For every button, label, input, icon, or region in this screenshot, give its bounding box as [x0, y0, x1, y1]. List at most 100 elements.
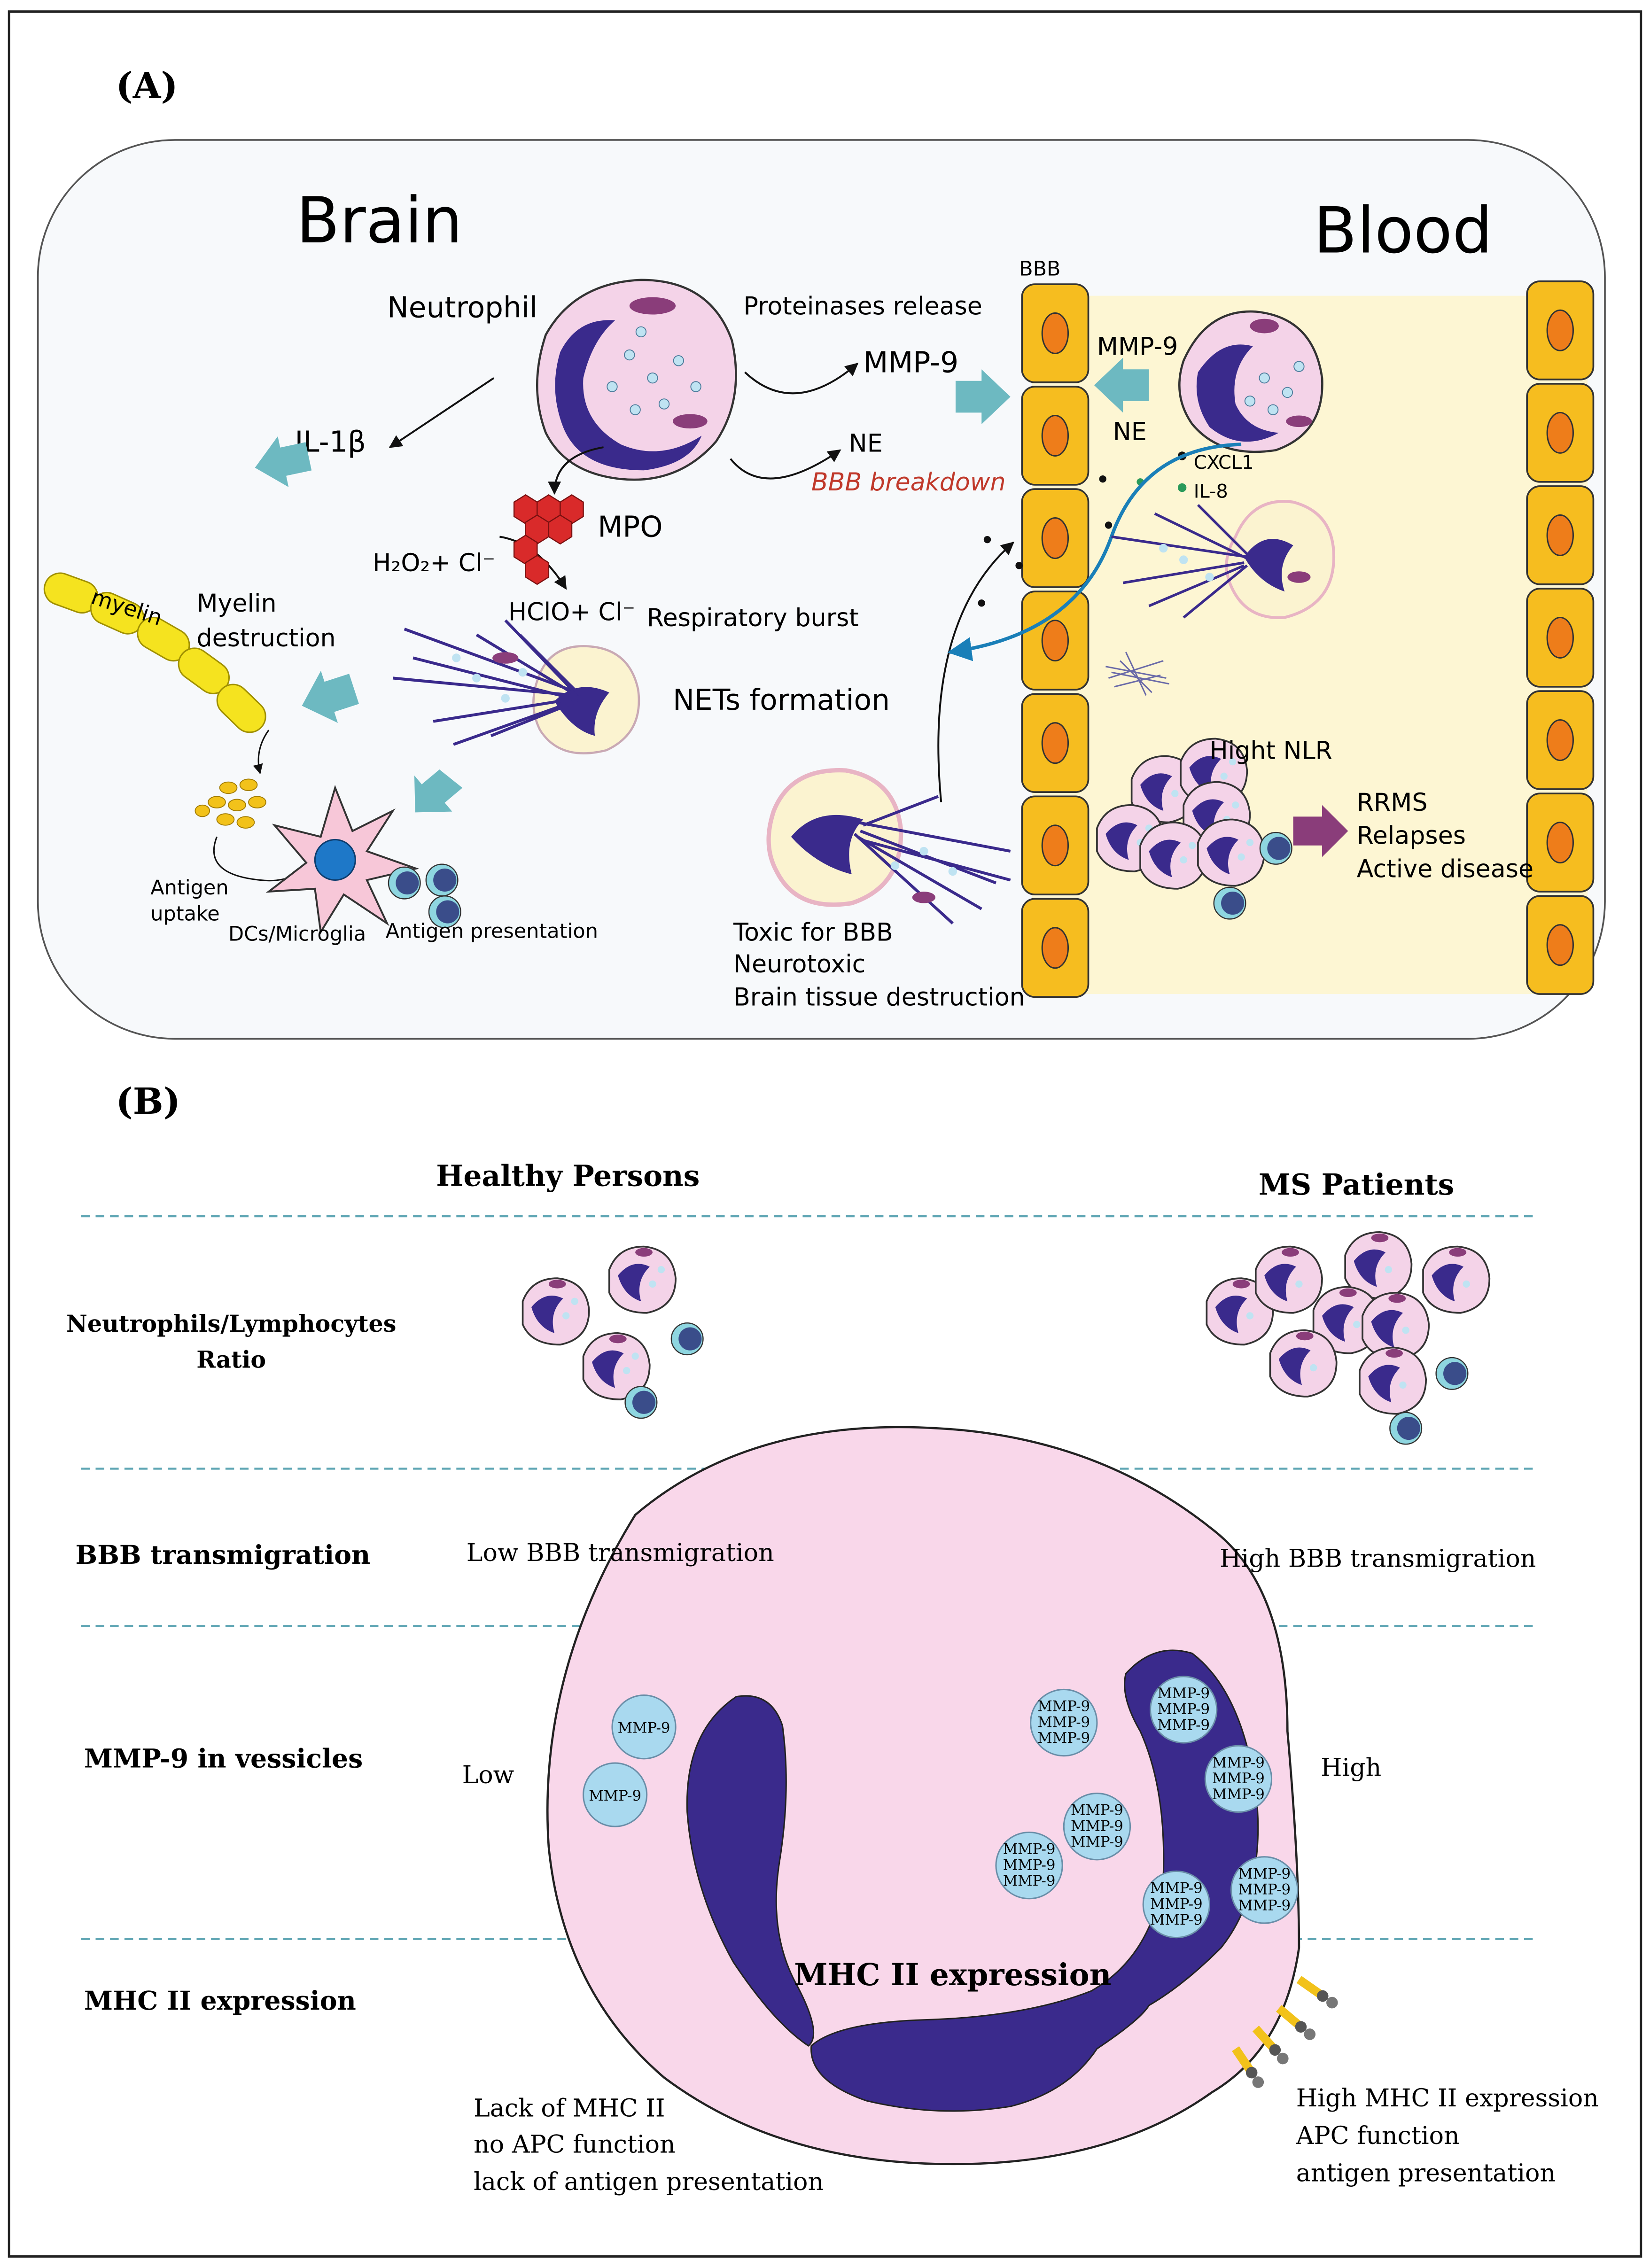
row-label-mmp9: MMP-9 in vessicles [84, 1743, 363, 1774]
mmp9-right-label: MMP-9 [1097, 333, 1178, 361]
h2o2-cl-label: H₂O₂+ Cl⁻ [373, 549, 495, 577]
vesicle-label: MMP-9 [1150, 1911, 1203, 1928]
vesicle-label: MMP-9 [1157, 1685, 1210, 1702]
respiratory-burst-label: Respiratory burst [647, 604, 859, 632]
teal-arrow-il1b [255, 436, 312, 487]
vesicle-high-4: MMP-9 MMP-9 MMP-9 [1063, 1793, 1131, 1861]
neutrophil-label: Neutrophil [387, 291, 537, 325]
high-mhc-label-2: APC function [1296, 2122, 1460, 2150]
big-neutrophil-cell-icon [546, 1426, 1300, 2166]
chemokine-dot [978, 599, 985, 607]
nets-formation-label: NETs formation [673, 684, 890, 717]
bbb-label: BBB [1019, 257, 1060, 281]
il8-label: IL-8 [1194, 481, 1228, 503]
high-label: High [1321, 1754, 1381, 1782]
blood-neutrophil-icon [1178, 310, 1323, 453]
mpo-label: MPO [598, 511, 662, 544]
chemokine-dot [1015, 562, 1023, 569]
high-mhc-label-3: antigen presentation [1296, 2159, 1556, 2188]
panel-a-label: (A) [116, 65, 178, 107]
row-label-mhc: MHC II expression [84, 1986, 356, 2016]
high-mhc-label-1: High MHC II expression [1296, 2084, 1599, 2113]
panel-b-label: (B) [116, 1080, 180, 1123]
high-bbb-transmigration-label: High BBB transmigration [1220, 1545, 1536, 1573]
net-neutrophil-bottom-icon [766, 768, 1011, 924]
ne-left-label: NE [849, 429, 883, 458]
hight-nlr-label: Hight NLR [1209, 737, 1332, 765]
row-label-bbb: BBB transmigration [75, 1540, 370, 1570]
vesicle-high-3: MMP-9 MMP-9 MMP-9 [1204, 1745, 1273, 1813]
ms-cell-cluster-icon [1206, 1231, 1491, 1445]
antigen-uptake-label-2: uptake [150, 902, 220, 925]
vesicle-label: MMP-9 [1238, 1897, 1291, 1914]
arrow-mpo [548, 446, 604, 495]
vesicle-label: MMP-9 [1071, 1802, 1123, 1819]
cxcl1-label: CXCL1 [1194, 452, 1254, 474]
vesicle-label: MMP-9 [1238, 1881, 1291, 1898]
ms-patients-label: MS Patients [1259, 1168, 1454, 1202]
vesicle-label: MMP-9 [1037, 1714, 1090, 1731]
active-disease-label: Active disease [1357, 855, 1533, 883]
vesicle-high-7: MMP-9 MMP-9 MMP-9 [1142, 1870, 1211, 1939]
antigen-presentation-label: Antigen presentation [386, 919, 598, 943]
purple-arrow-icon [1293, 805, 1348, 857]
brain-title: Brain [296, 184, 462, 257]
vesicle-label: MMP-9 [1157, 1701, 1210, 1718]
bbb-left-column [1021, 283, 1090, 998]
vesicle-label: MMP-9 [1037, 1698, 1090, 1715]
vesicle-label: MMP-9 [1238, 1865, 1291, 1882]
chemokine-dot [1099, 475, 1106, 483]
antigen-uptake-label-1: Antigen [150, 876, 228, 900]
proteinases-release-label: Proteinases release [743, 293, 982, 321]
toxic-label-2: Neurotoxic [733, 950, 865, 979]
ne-right-label: NE [1113, 418, 1147, 446]
row-label-nlr-2: Ratio [196, 1346, 266, 1374]
vesicle-label: MMP-9 [1212, 1770, 1265, 1787]
nlr-neutrophil-cluster-icon [1096, 738, 1292, 920]
healthy-cell-cluster-icon [521, 1245, 704, 1419]
mmp9-left-label: MMP-9 [863, 346, 958, 379]
toxic-label-3: Brain tissue destruction [733, 984, 1025, 1012]
vesicle-high-2: MMP-9 MMP-9 MMP-9 [1150, 1676, 1218, 1744]
myelin-destruction-label-1: Myelin [196, 590, 276, 618]
vesicle-label: MMP-9 [589, 1787, 641, 1804]
neutrophil-cell-icon [536, 279, 737, 481]
dc-microglia-icon [265, 784, 420, 935]
vesicle-label: MMP-9 [1037, 1730, 1090, 1747]
vesicle-label: MMP-9 [618, 1720, 670, 1737]
blood-net-neutrophil-icon [1111, 500, 1336, 619]
myelin-destruction-label-2: destruction [196, 624, 335, 652]
blood-title: Blood [1314, 194, 1493, 267]
bbb-breakdown-label: BBB breakdown [811, 468, 1006, 497]
vesicle-label: MMP-9 [1150, 1880, 1203, 1896]
myelin-debris-icon [195, 778, 266, 829]
bbb-right-column [1526, 280, 1595, 995]
mhc-center-label: MHC II expression [794, 1957, 1111, 1993]
vesicle-label: MMP-9 [1212, 1754, 1265, 1771]
low-label: Low [462, 1761, 514, 1789]
arrow-debris [253, 730, 270, 775]
vesicle-label: MMP-9 [1212, 1786, 1265, 1803]
vesicle-label: MMP-9 [1003, 1872, 1056, 1889]
teal-arrow-mmp9-right [955, 369, 1011, 424]
vesicle-label: MMP-9 [1071, 1818, 1123, 1834]
hclo-cl-label: HClO+ Cl⁻ [508, 598, 635, 627]
dcs-microglia-label: DCs/Microglia [228, 922, 366, 946]
mpo-hexagons-icon [513, 494, 584, 585]
relapses-label: Relapses [1357, 822, 1466, 850]
chemokine-dot [1105, 521, 1113, 529]
low-bbb-transmigration-label: Low BBB transmigration [467, 1539, 774, 1567]
myelin-chain-icon [43, 572, 266, 733]
vesicle-label: MMP-9 [1003, 1856, 1056, 1873]
lack-label-2: no APC function [474, 2130, 676, 2159]
arrow-ne [730, 449, 841, 480]
arrow-il1b [389, 377, 495, 448]
toxic-label-1: Toxic for BBB [733, 918, 893, 947]
vesicle-label: MMP-9 [1157, 1717, 1210, 1733]
lack-label-3: lack of antigen presentation [474, 2168, 824, 2196]
teal-arrow-myelin [302, 670, 359, 723]
chemokine-dot [983, 536, 991, 544]
il8-dot [1177, 483, 1187, 492]
rrms-label: RRMS [1357, 789, 1428, 817]
